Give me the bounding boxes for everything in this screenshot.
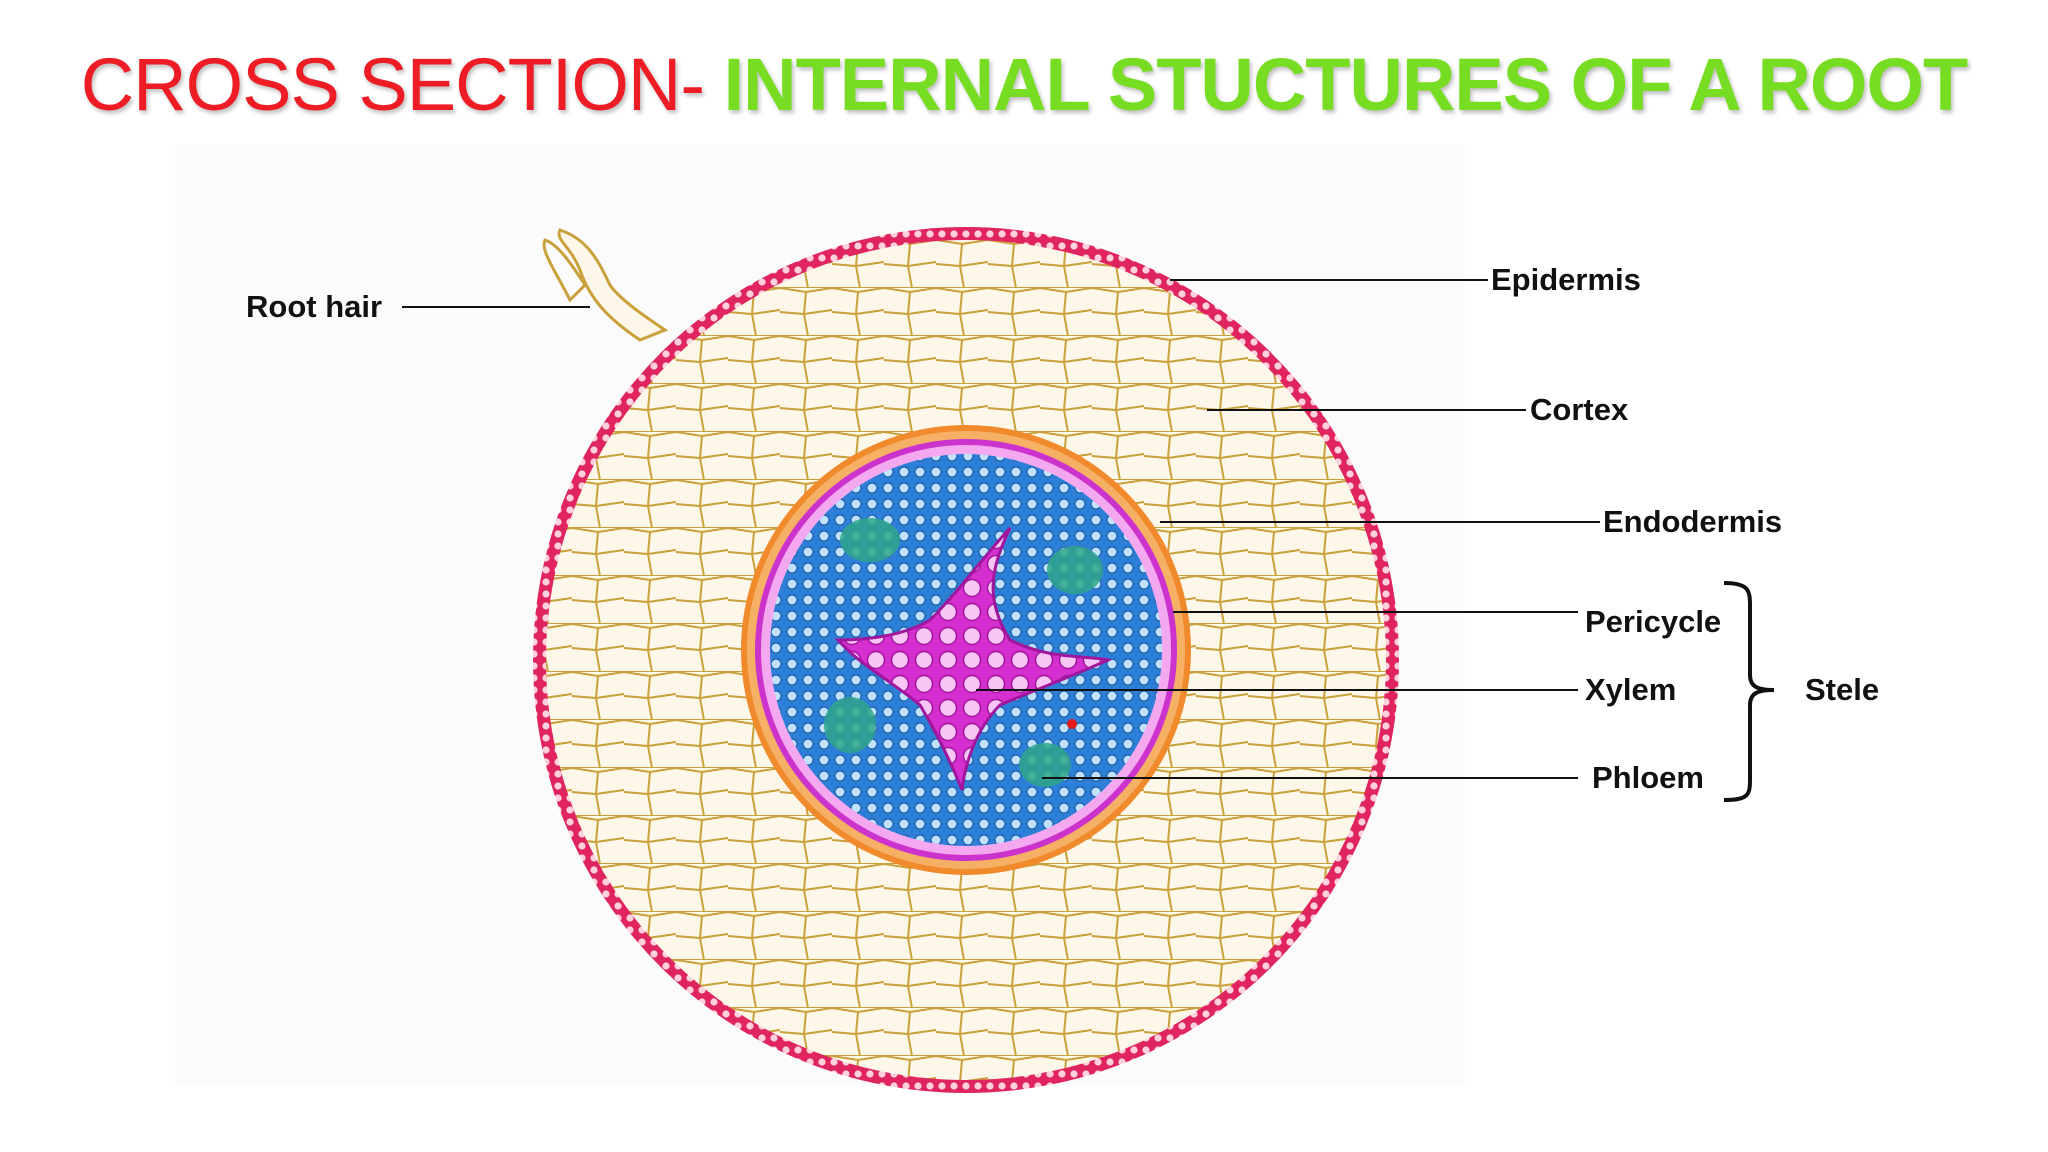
root-hair-shapes	[542, 228, 669, 342]
stele-brace	[1723, 581, 1775, 802]
label-xylem: Xylem	[1585, 672, 1677, 707]
phloem-patches	[824, 518, 1103, 787]
title-part-2: INTERNAL STUCTURES OF A ROOT	[723, 43, 1969, 126]
label-stele: Stele	[1805, 672, 1880, 707]
page-title: CROSS SECTION- INTERNAL STUCTURES OF A R…	[0, 42, 2048, 127]
leader-lines	[402, 279, 1600, 779]
label-phloem: Phloem	[1592, 760, 1704, 795]
label-epidermis: Epidermis	[1491, 262, 1641, 297]
xylem-star	[834, 526, 1113, 791]
label-cortex: Cortex	[1530, 392, 1629, 427]
title-part-1: CROSS SECTION-	[80, 43, 705, 126]
label-endodermis: Endodermis	[1603, 504, 1783, 539]
label-root-hair: Root hair	[246, 289, 383, 324]
xylem-marker-dot	[1067, 719, 1077, 729]
label-pericycle: Pericycle	[1585, 604, 1722, 639]
